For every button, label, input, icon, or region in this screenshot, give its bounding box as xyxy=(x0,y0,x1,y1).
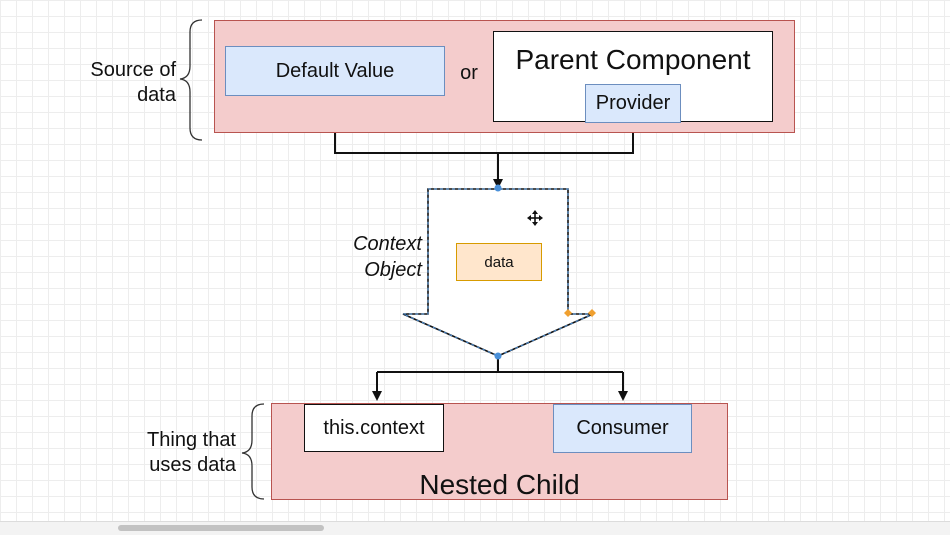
source-brace xyxy=(179,19,203,141)
consumer-brace xyxy=(241,403,265,500)
source-of-data-label: Source of data xyxy=(90,59,176,106)
selection-handle-right-a[interactable] xyxy=(564,309,572,317)
this-context-box[interactable]: this.context xyxy=(304,404,444,452)
provider-box[interactable]: Provider xyxy=(585,84,681,123)
parent-component-label: Parent Component xyxy=(515,44,751,75)
consumer-box[interactable]: Consumer xyxy=(553,404,692,453)
selection-handle-right-b[interactable] xyxy=(588,309,596,317)
context-object-label: Context Object xyxy=(353,233,422,281)
thing-that-uses-data-label: Thing that uses data xyxy=(147,429,236,476)
split-connector xyxy=(377,356,623,373)
nested-child-label: Nested Child xyxy=(419,469,580,500)
selection-handle-top[interactable] xyxy=(494,184,502,192)
selection-handle-bottom[interactable] xyxy=(494,352,502,360)
default-value-box[interactable]: Default Value xyxy=(225,46,445,96)
parent-component-box[interactable]: Parent Component xyxy=(493,31,773,122)
horizontal-scrollbar-thumb[interactable] xyxy=(118,525,324,531)
context-object-selection xyxy=(402,188,594,357)
data-box[interactable]: data xyxy=(456,243,542,281)
horizontal-scrollbar[interactable] xyxy=(0,521,950,535)
or-label: or xyxy=(460,61,478,84)
